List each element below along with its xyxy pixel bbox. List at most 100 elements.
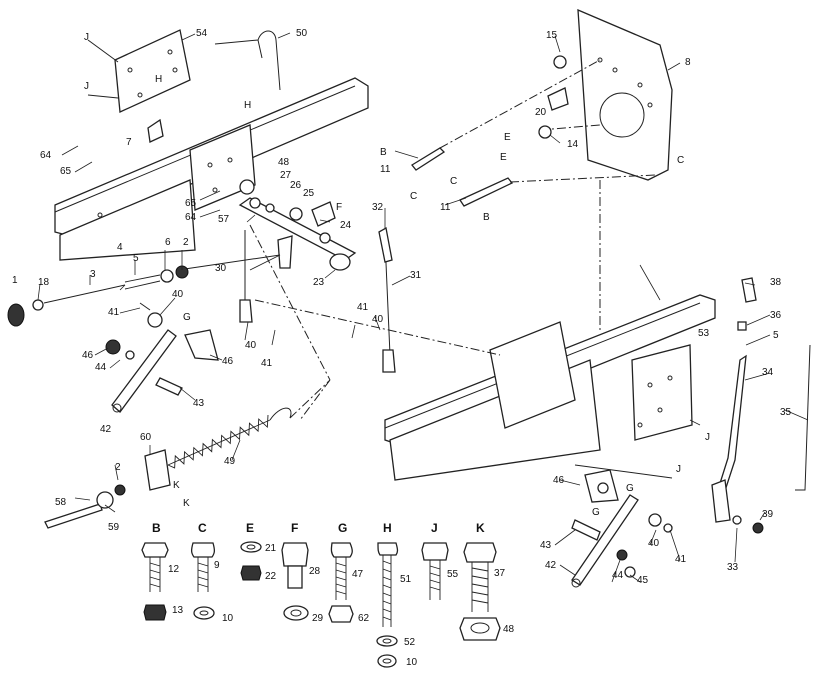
callout-c50: 50	[296, 28, 308, 39]
hardware-part-G-62: 62	[358, 613, 370, 624]
callout-c36: 36	[770, 310, 782, 321]
reference-letter-rH2: H	[244, 100, 251, 111]
callout-c48: 48	[278, 157, 290, 168]
callout-c45: 45	[637, 575, 649, 586]
hardware-part-F-29: 29	[312, 613, 324, 624]
callout-c8: 8	[685, 57, 691, 68]
leader-lines	[37, 32, 809, 583]
hardware-part-H-10: 10	[406, 657, 418, 668]
callout-c53: 53	[698, 328, 710, 339]
callout-c24: 24	[340, 220, 352, 231]
hardware-key	[141, 541, 501, 668]
callout-c34: 34	[762, 367, 774, 378]
bracket-plate-54	[87, 29, 191, 143]
hardware-letter-F: F	[291, 521, 298, 535]
link-42-left	[105, 302, 219, 413]
reference-letter-rF1: F	[336, 202, 342, 213]
callout-c44a: 44	[95, 362, 107, 373]
hardware-part-H-51: 51	[400, 574, 412, 585]
brace-bars-11	[411, 55, 656, 207]
callout-c41d: 41	[675, 554, 687, 565]
callout-c31: 31	[410, 270, 422, 281]
callout-c5a: 5	[133, 253, 139, 264]
reference-letter-rJ3: J	[705, 432, 710, 443]
hardware-letter-B: B	[152, 521, 161, 535]
hardware-letter-H: H	[383, 521, 392, 535]
callout-c25: 25	[303, 188, 315, 199]
callout-c41c: 41	[357, 302, 369, 313]
hardware-part-K-48: 48	[503, 624, 515, 635]
callout-c65b: 65	[185, 198, 197, 209]
callout-c3: 3	[90, 269, 96, 280]
callout-c40a: 40	[172, 289, 184, 300]
callout-c7: 7	[126, 137, 132, 148]
reference-letter-rB1: B	[380, 147, 387, 158]
rods	[177, 226, 396, 373]
reference-letter-rH1: H	[155, 74, 162, 85]
link-42-right	[571, 469, 673, 588]
hardware-part-G-47: 47	[352, 569, 364, 580]
callout-c2a: 2	[183, 237, 189, 248]
callout-c43a: 43	[193, 398, 205, 409]
reference-letter-rJ1: J	[84, 32, 89, 43]
callout-c4: 4	[117, 242, 123, 253]
label-layer: 1223455678111114151820232425262730313233…	[12, 28, 792, 668]
callout-c2b: 2	[115, 462, 121, 473]
callout-c49: 49	[224, 456, 236, 467]
callout-c5b: 5	[773, 330, 779, 341]
reference-letter-rJ4: J	[676, 464, 681, 475]
callout-c15: 15	[546, 30, 558, 41]
callout-c58: 58	[55, 497, 67, 508]
reference-letter-rK1: K	[173, 480, 180, 491]
callout-c64a: 64	[40, 150, 52, 161]
callout-c20: 20	[535, 107, 547, 118]
callout-c41b: 41	[261, 358, 273, 369]
callout-c41a: 41	[108, 307, 120, 318]
hardware-part-E-22: 22	[265, 571, 277, 582]
callout-c43b: 43	[540, 540, 552, 551]
hardware-letter-G: G	[338, 521, 347, 535]
hardware-part-K-37: 37	[494, 568, 506, 579]
reference-letter-rB2: B	[483, 212, 490, 223]
callout-c40c: 40	[372, 314, 384, 325]
hardware-part-H-52: 52	[404, 637, 416, 648]
callout-c54: 54	[196, 28, 208, 39]
spring-coil-49	[167, 414, 269, 469]
callout-c33: 33	[727, 562, 739, 573]
callout-c44b: 44	[612, 570, 624, 581]
hardware-part-B-12: 12	[168, 564, 180, 575]
callout-c30: 30	[215, 263, 227, 274]
callout-c18: 18	[38, 277, 50, 288]
callout-c60: 60	[140, 432, 152, 443]
callout-c39: 39	[762, 509, 774, 520]
reference-letter-rE1: E	[504, 132, 511, 143]
callout-c59: 59	[108, 522, 120, 533]
callout-c46a: 46	[82, 350, 94, 361]
hardware-part-B-13: 13	[172, 605, 184, 616]
spring-clip-50	[214, 30, 281, 91]
hardware-letter-K: K	[476, 521, 485, 535]
reference-letter-rC3: C	[677, 155, 684, 166]
callout-c40d: 40	[648, 538, 660, 549]
callout-c38: 38	[770, 277, 782, 288]
hardware-part-C-10: 10	[222, 613, 234, 624]
callout-c46c: 46	[553, 475, 565, 486]
cross-shaft-23	[238, 179, 357, 271]
reference-letter-rC1: C	[410, 191, 417, 202]
hardware-part-F-28: 28	[309, 566, 321, 577]
callout-c11b: 11	[440, 202, 451, 213]
callout-c32: 32	[372, 202, 384, 213]
callout-c6: 6	[165, 237, 171, 248]
callout-c64b: 64	[185, 212, 197, 223]
callout-c46b: 46	[222, 356, 234, 367]
callout-c26: 26	[290, 180, 302, 191]
reference-letter-rE2: E	[500, 152, 507, 163]
left-frame-rail	[54, 77, 369, 261]
callout-c14: 14	[567, 139, 579, 150]
callout-c23: 23	[313, 277, 325, 288]
reference-letter-rG3: G	[592, 507, 600, 518]
hardware-part-C-9: 9	[214, 560, 220, 571]
callout-c65a: 65	[60, 166, 72, 177]
